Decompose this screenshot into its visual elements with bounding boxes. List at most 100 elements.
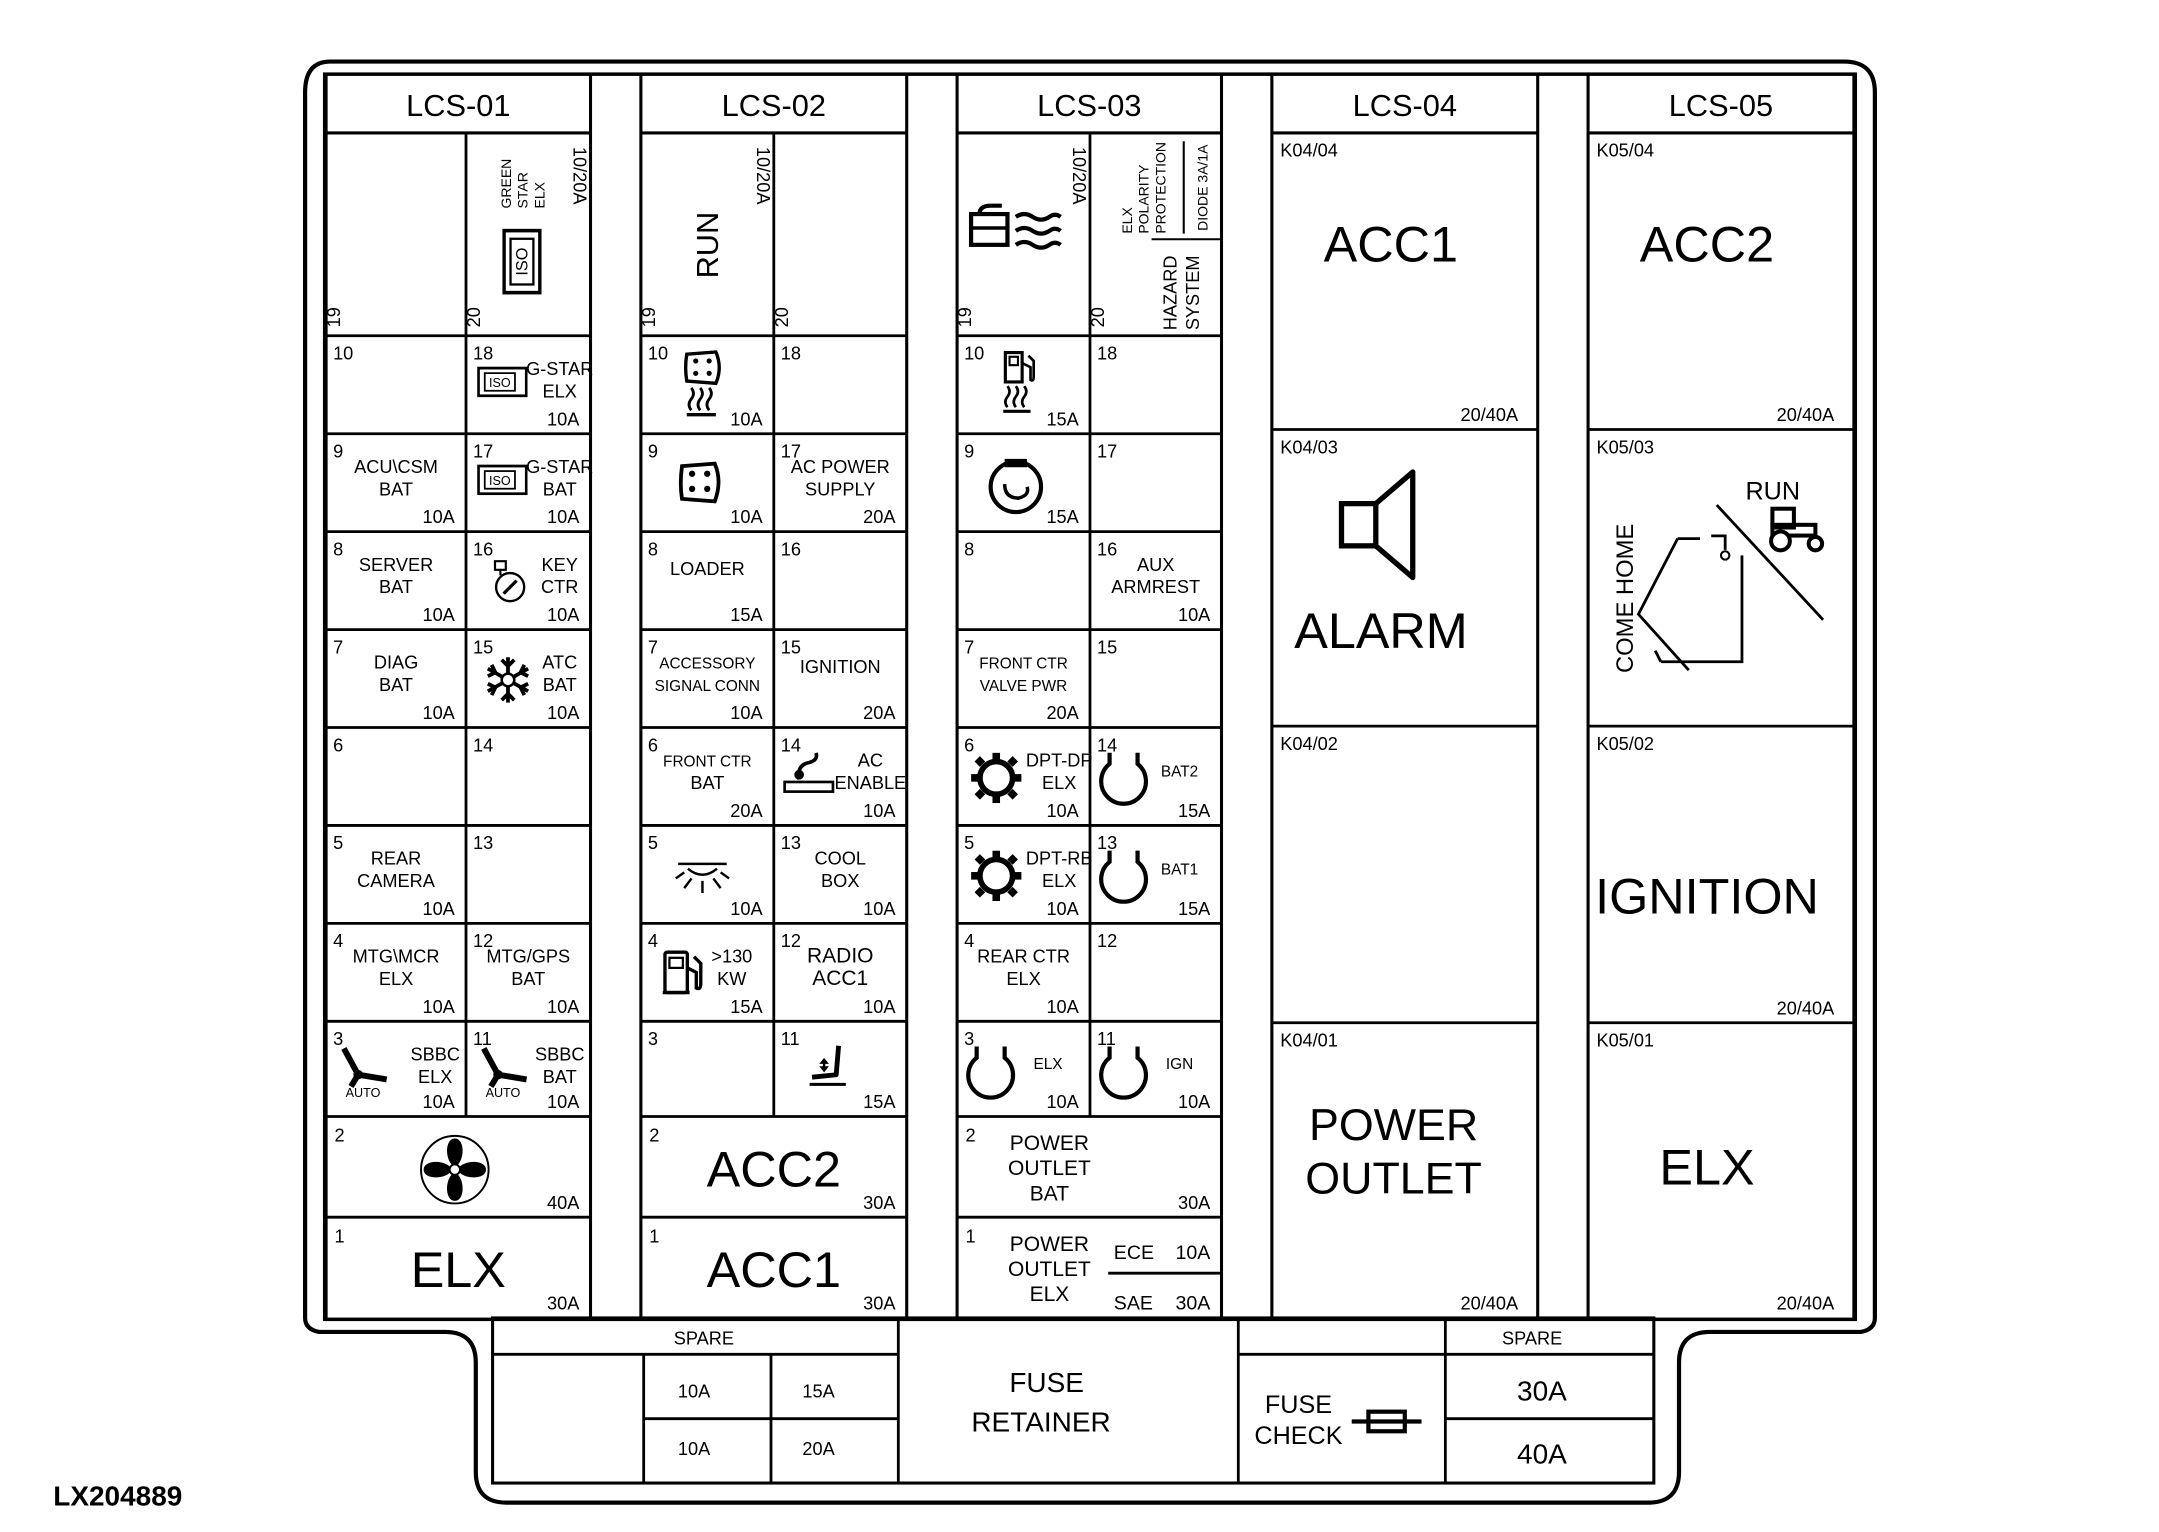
fuse-3-number: 3 xyxy=(333,1029,343,1049)
fuse-20-label: HAZARD xyxy=(1161,255,1181,330)
fuse-6-rating: 20A xyxy=(730,801,763,821)
spare-right-title: SPARE xyxy=(1502,1329,1562,1349)
fuse-5-number: 5 xyxy=(648,833,658,853)
fuse-19-label: RUN xyxy=(690,212,725,279)
speaker-icon xyxy=(1342,472,1413,578)
fuse-9-number: 9 xyxy=(964,442,974,462)
fuse-18-number: 18 xyxy=(781,344,801,364)
fuse-14-number: 14 xyxy=(781,735,801,755)
spare-fuse-label: 10A xyxy=(678,1382,711,1402)
fuse-20-label: SYSTEM xyxy=(1183,255,1203,330)
fuse-6-rating: 10A xyxy=(1046,801,1079,821)
fuse-4-label: >130 xyxy=(711,947,752,967)
fuse-15-label: ATC xyxy=(542,653,577,673)
fuse-6-number: 6 xyxy=(333,735,343,755)
dome-light-icon xyxy=(674,862,731,895)
spare-fuse-label: 10A xyxy=(678,1439,711,1459)
fuse-1-label: ACC1 xyxy=(707,1241,841,1298)
fuse-7-label: ACCESSORY xyxy=(659,656,755,673)
fuse-4-number: 4 xyxy=(333,931,343,951)
fuse-13-label: BOX xyxy=(821,871,859,891)
fuse-12-rating: 10A xyxy=(547,997,580,1017)
relay-k05-02-label: IGNITION xyxy=(1595,868,1819,925)
fuse-6-label: FRONT CTR xyxy=(663,754,752,771)
relay-k05-04-label: ACC2 xyxy=(1640,216,1774,273)
connector-icon xyxy=(1101,1047,1146,1098)
heater-icon xyxy=(971,206,1061,248)
socket-icon xyxy=(782,751,835,794)
fuse-7-rating: 20A xyxy=(1046,703,1079,723)
fuse-5-label: ELX xyxy=(1042,871,1076,891)
fuse-4-number: 4 xyxy=(648,931,658,951)
spare-fuse-label: 20A xyxy=(802,1439,835,1459)
fuse-13-number: 13 xyxy=(1097,833,1117,853)
fuse-4-label: ELX xyxy=(1006,969,1040,989)
fuse-4-rating: 10A xyxy=(422,997,455,1017)
column-header-lcs-05: LCS-05 xyxy=(1669,88,1773,123)
fuse-15-label: BAT xyxy=(543,675,577,695)
relay-k04-01-label: POWER xyxy=(1309,1100,1478,1150)
fuse-1-sub-rating: 30A xyxy=(1175,1293,1211,1315)
fuse-6-number: 6 xyxy=(648,735,658,755)
fuse-3-label: ELX xyxy=(1033,1056,1062,1073)
column-header-lcs-03: LCS-03 xyxy=(1037,88,1141,123)
fuse-2-rating: 30A xyxy=(1178,1193,1211,1213)
fuse-18-rating: 10A xyxy=(547,409,580,429)
fuse-4-label: REAR CTR xyxy=(977,947,1070,967)
fuse-1-label: ELX xyxy=(1030,1283,1070,1306)
connector-icon xyxy=(1101,753,1146,804)
spare-fuse-label: 15A xyxy=(802,1382,835,1402)
fuse-1-label: OUTLET xyxy=(1008,1258,1091,1281)
fuse-13-number: 13 xyxy=(473,833,493,853)
relay-k05-01-label: ELX xyxy=(1659,1138,1754,1195)
fuse-2-rating: 30A xyxy=(863,1193,896,1213)
fuse-12-label: BAT xyxy=(511,969,545,989)
relay-k04-01-id: K04/01 xyxy=(1280,1031,1338,1051)
fuse-2-number: 2 xyxy=(649,1126,659,1146)
fuse-12-number: 12 xyxy=(473,931,493,951)
fuse-17-number: 17 xyxy=(1097,442,1117,462)
fuse-9-label: ACU\CSM xyxy=(354,457,438,477)
fuse-2-label: ACC2 xyxy=(707,1140,841,1197)
fuse-6-label: BAT xyxy=(690,773,724,793)
fuse-7-label: SIGNAL CONN xyxy=(655,678,760,695)
column-header-lcs-01: LCS-01 xyxy=(406,88,510,123)
fuse-20-label: PROTECTION xyxy=(1153,142,1169,234)
fuse-7-label: DIAG xyxy=(374,653,418,673)
fuse-9-label: BAT xyxy=(379,479,413,499)
fuse-9-rating: 10A xyxy=(422,507,455,527)
fuse-1-number: 1 xyxy=(649,1226,659,1246)
fuse-6-label: DPT-DP xyxy=(1026,751,1093,771)
fuse-1-number: 1 xyxy=(965,1226,975,1246)
fuse-check-label: FUSE xyxy=(1265,1391,1332,1419)
fuse-4-rating: 10A xyxy=(1046,997,1079,1017)
fuse-1-sub-label: ECE xyxy=(1114,1242,1154,1264)
relay-k05-04-id: K05/04 xyxy=(1596,141,1654,161)
fuse-9-number: 9 xyxy=(648,442,658,462)
fuse-8-label: SERVER xyxy=(359,555,433,575)
fuse-retainer-label: FUSE xyxy=(1009,1367,1084,1398)
fuse-1-label: ELX xyxy=(411,1241,506,1298)
fuse-4-label: KW xyxy=(717,969,747,989)
fuse-7-label: VALVE PWR xyxy=(980,678,1067,695)
fuse-10-number: 10 xyxy=(333,344,353,364)
fuse-6-number: 6 xyxy=(964,735,974,755)
fuse-20-label: DIODE 3A/1A xyxy=(1195,144,1211,231)
fuse-13-label: COOL xyxy=(815,849,867,869)
fuse-15-number: 15 xyxy=(781,637,801,657)
fuse-20-number: 20 xyxy=(772,307,792,327)
fuse-3-label: ELX xyxy=(418,1067,452,1087)
spare-fuse-label: 30A xyxy=(1517,1375,1567,1406)
fuel-pump-icon xyxy=(660,950,703,995)
fuse-1-label: POWER xyxy=(1010,1233,1089,1256)
fuse-check-label: CHECK xyxy=(1254,1422,1342,1450)
fuse-7-number: 7 xyxy=(648,637,658,657)
fuse-17-number: 17 xyxy=(473,442,493,462)
relay-k04-04-id: K04/04 xyxy=(1280,141,1338,161)
seat-adjust-icon xyxy=(810,1046,846,1085)
relay-k04-03-label: ALARM xyxy=(1294,602,1468,659)
fuse-19-number: 19 xyxy=(639,307,659,327)
fuse-14-number: 14 xyxy=(473,735,493,755)
fuse-13-number: 13 xyxy=(781,833,801,853)
fuse-7-label: BAT xyxy=(379,675,413,695)
